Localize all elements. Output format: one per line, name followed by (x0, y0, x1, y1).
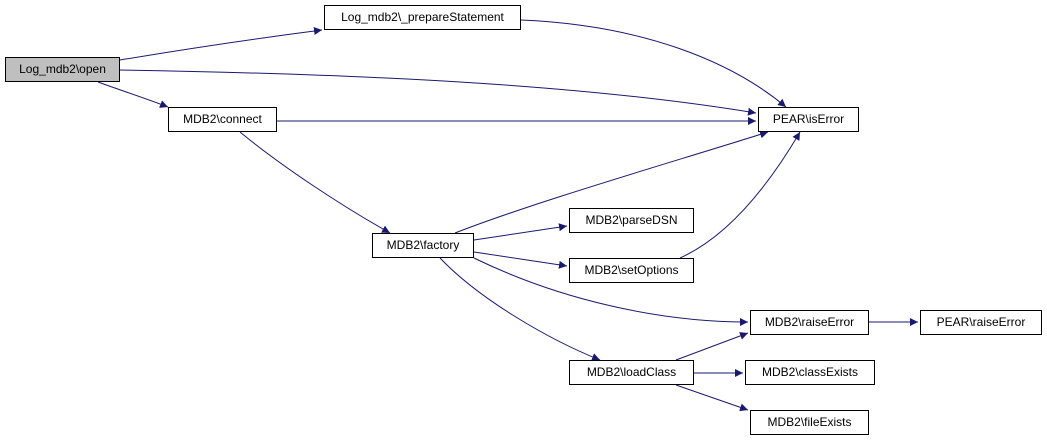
edge-connect-to-factory (239, 131, 391, 234)
node-mdb2-setoptions[interactable]: MDB2\setOptions (569, 258, 694, 283)
node-pear-raiseerror[interactable]: PEAR\raiseError (920, 310, 1042, 335)
node-mdb2-factory[interactable]: MDB2\factory (372, 233, 474, 258)
node-log-mdb2-prepare-statement[interactable]: Log_mdb2\_prepareStatement (324, 5, 521, 30)
edge-prepare-to-iserror (520, 19, 787, 108)
edge-open-to-connect (97, 81, 169, 108)
node-mdb2-classexists[interactable]: MDB2\classExists (745, 360, 875, 385)
node-mdb2-parsedsn[interactable]: MDB2\parseDSN (569, 208, 694, 233)
node-pear-iserror[interactable]: PEAR\isError (758, 107, 859, 132)
edge-factory-to-parsedsn (473, 223, 568, 241)
node-mdb2-loadclass[interactable]: MDB2\loadClass (569, 360, 694, 385)
edge-open-to-iserror (119, 69, 757, 116)
node-mdb2-fileexists[interactable]: MDB2\fileExists (750, 410, 869, 435)
edge-factory-to-raiseerror (473, 257, 749, 326)
edge-setoptions-to-iserror (679, 131, 801, 259)
edge-loadclass-to-fileexists (675, 384, 749, 412)
edge-factory-to-iserror (454, 130, 769, 234)
edge-open-to-prepare (119, 27, 323, 61)
edge-factory-to-loadclass (439, 257, 601, 361)
node-log-mdb2-open[interactable]: Log_mdb2\open (5, 57, 120, 82)
node-mdb2-connect[interactable]: MDB2\connect (168, 107, 277, 132)
node-mdb2-raiseerror[interactable]: MDB2\raiseError (750, 310, 869, 335)
edge-loadclass-to-raiseerror (675, 332, 749, 361)
edge-factory-to-setoptions (473, 251, 568, 269)
